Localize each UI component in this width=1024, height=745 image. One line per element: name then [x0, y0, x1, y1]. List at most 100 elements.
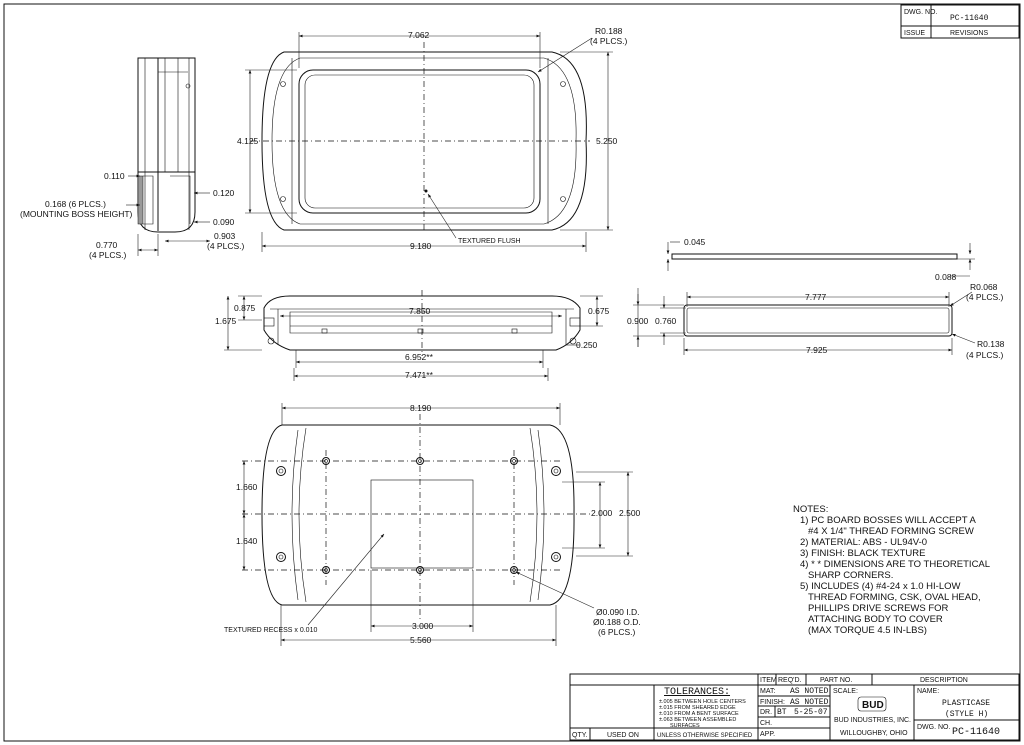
- tb-name-label: NAME:: [917, 688, 939, 695]
- tb-company: BUD INDUSTRIES, INC.: [834, 717, 911, 724]
- tb-finish-value: AS NOTED: [790, 698, 829, 707]
- dim-4125: 4.125: [237, 136, 259, 146]
- mount-hole-icon: [560, 81, 566, 87]
- drawing-border: [3, 3, 1021, 742]
- tb-mat-label: MAT:: [760, 688, 775, 695]
- label-textured-flush: TEXTURED FLUSH: [458, 238, 521, 245]
- dim-0770: 0.770: [96, 240, 118, 250]
- note-line: 4) * * DIMENSIONS ARE TO THEORETICAL: [800, 559, 990, 570]
- dim-0168-note: (MOUNTING BOSS HEIGHT): [20, 209, 133, 219]
- tb-name-2: (STYLE H): [945, 710, 988, 719]
- pcb-boss-icon: [322, 457, 330, 465]
- dim-r0068: R0.068: [970, 282, 998, 292]
- textured-recess: [370, 479, 474, 569]
- dim-0090: 0.090: [213, 217, 235, 227]
- dim-0120: 0.120: [213, 188, 235, 198]
- textured-flush-panel: [298, 69, 541, 214]
- tb-mat-value: AS NOTED: [790, 687, 829, 696]
- label-textured-recess: TEXTURED RECESS x 0.010: [224, 627, 317, 634]
- cover-view: [671, 253, 958, 337]
- dim-0045: 0.045: [684, 237, 706, 247]
- side-view: [137, 57, 196, 233]
- tb-used-on: USED ON: [607, 732, 639, 739]
- dim-0110: 0.110: [104, 171, 125, 181]
- dim-hole-od: Ø0.188 O.D.: [593, 617, 641, 627]
- top-view-dimensions: 7.062 R0.188 (4 PLCS.) 4.125 5.250 9.180…: [237, 26, 627, 252]
- dim-0770-qty: (4 PLCS.): [89, 250, 126, 260]
- boss-icon: [276, 466, 286, 476]
- dwg-number-top: PC-11640: [950, 14, 989, 23]
- dim-r0188-qty: (4 PLCS.): [590, 36, 627, 46]
- boss-icon: [551, 552, 561, 562]
- dim-7850: 7.850: [409, 306, 431, 316]
- dim-r0188: R0.188: [595, 26, 623, 36]
- dim-1675: 1.675: [215, 316, 237, 326]
- tb-unless: UNLESS OTHERWISE SPECIFIED: [657, 733, 753, 739]
- bottom-view: [242, 414, 590, 622]
- note-line: PHILLIPS DRIVE SCREWS FOR: [808, 603, 949, 614]
- dim-0250: 0.250: [576, 340, 598, 350]
- dim-0875: 0.875: [234, 303, 256, 313]
- tb-dwg-no: PC-11640: [952, 727, 1000, 738]
- dim-hole-qty: (6 PLCS.): [598, 627, 635, 637]
- pcb-boss-icon: [510, 566, 518, 574]
- pcb-boss-icon: [322, 566, 330, 574]
- dim-0088: 0.088: [935, 272, 957, 282]
- dim-3000: 3.000: [412, 621, 434, 631]
- note-line: 3) FINISH: BLACK TEXTURE: [800, 548, 925, 559]
- bud-logo-text: BUD: [862, 700, 884, 711]
- dim-2500: 2.500: [619, 508, 641, 518]
- tb-date: 5-25-07: [794, 708, 828, 717]
- mount-hole-icon: [280, 196, 286, 202]
- dim-6952: 6.952**: [405, 352, 434, 362]
- dwg-label-top: DWG. NO.: [904, 9, 937, 16]
- boss-icon: [551, 466, 561, 476]
- dim-0168: 0.168 (6 PLCS.): [45, 199, 106, 209]
- cover-profile: [671, 253, 958, 260]
- note-line: 2) MATERIAL: ABS - UL94V-0: [800, 537, 927, 548]
- notes-title: NOTES:: [793, 504, 828, 515]
- revisions-label: REVISIONS: [950, 30, 988, 37]
- tb-tol-line: ±.005 BETWEEN HOLE CENTERS: [659, 699, 746, 705]
- tb-dr-value: BT: [777, 708, 787, 717]
- title-block: ITEM REQ'D. PART NO. DESCRIPTION TOLERAN…: [569, 673, 1020, 741]
- dim-5560: 5.560: [410, 635, 432, 645]
- dim-7471: 7.471**: [405, 370, 434, 380]
- dim-0903-qty: (4 PLCS.): [207, 241, 244, 251]
- tb-city: WILLOUGHBY, OHIO: [840, 730, 908, 737]
- dim-r0138: R0.138: [977, 339, 1005, 349]
- side-view-dimensions: 0.110 0.120 0.168 (6 PLCS.) (MOUNTING BO…: [20, 171, 244, 260]
- dim-r0068-qty: (4 PLCS.): [966, 292, 1003, 302]
- tb-tolerances: TOLERANCES:: [664, 687, 730, 698]
- tb-tol-line: ±.015 FROM SHEARED EDGE: [659, 705, 736, 711]
- front-view: [263, 290, 581, 356]
- note-line: 5) INCLUDES (4) #4-24 x 1.0 HI-LOW: [800, 581, 961, 592]
- dim-0900: 0.900: [627, 316, 649, 326]
- tb-part-no: PART NO.: [820, 677, 852, 684]
- tb-tol-line: SURFACES: [670, 723, 700, 729]
- tb-item: ITEM: [760, 677, 777, 684]
- dim-8190: 8.190: [410, 403, 432, 413]
- tb-app-label: APP.: [760, 731, 775, 738]
- top-view: [250, 42, 590, 231]
- note-line: SHARP CORNERS.: [808, 570, 893, 581]
- tb-name-1: PLASTICASE: [942, 699, 990, 708]
- dim-r0138-qty: (4 PLCS.): [966, 350, 1003, 360]
- top-title-block: DWG. NO. PC-11640 ISSUE REVISIONS: [900, 4, 1020, 39]
- dim-5250: 5.250: [596, 136, 618, 146]
- dim-9180: 9.180: [410, 241, 432, 251]
- bottom-view-dimensions: 8.190 1.660 1.640 2.000 2.500 3.000 5.56…: [224, 403, 641, 646]
- tb-dwg-label: DWG. NO.: [917, 724, 950, 731]
- note-line: ATTACHING BODY TO COVER: [808, 614, 943, 625]
- mount-hole-icon: [280, 81, 286, 87]
- pcb-boss-icon: [510, 457, 518, 465]
- front-view-dimensions: 0.875 1.675 7.850 0.675 0.250 6.952** 7.…: [215, 295, 610, 381]
- cover-plate: [683, 304, 953, 337]
- tb-scale-label: SCALE:: [833, 688, 858, 695]
- tb-description: DESCRIPTION: [920, 677, 968, 684]
- bud-logo-icon: BUD: [857, 696, 887, 712]
- tb-qty: QTY.: [572, 732, 587, 739]
- issue-label: ISSUE: [904, 30, 925, 37]
- pcb-boss-icon: [416, 457, 424, 465]
- tb-tol-line: ±.063 BETWEEN ASSEMBLED: [659, 717, 736, 723]
